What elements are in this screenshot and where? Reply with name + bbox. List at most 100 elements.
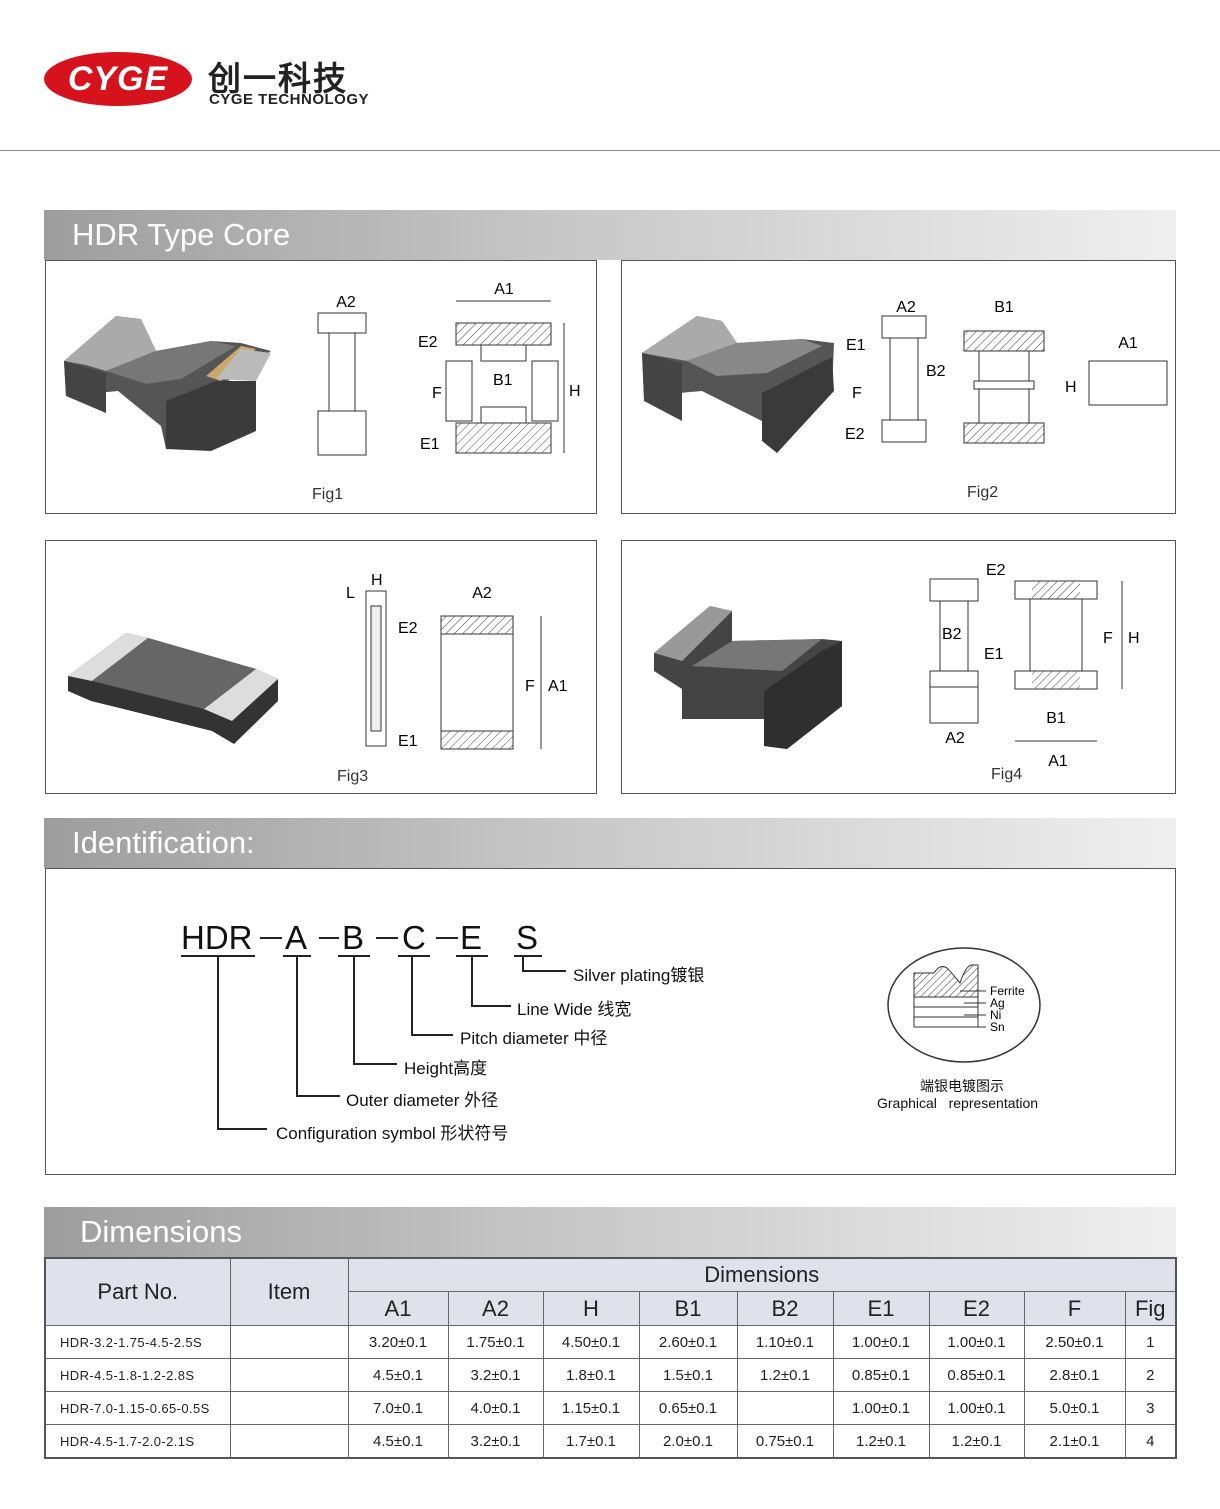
cell-b1: 2.60±0.1 bbox=[638, 1325, 738, 1359]
code-underline bbox=[283, 955, 311, 957]
cell-e2: 1.00±0.1 bbox=[928, 1325, 1025, 1359]
brand-logo bbox=[44, 52, 192, 106]
fig3-caption: Fig3 bbox=[337, 768, 369, 785]
figure-4-drawing: E2 B2 E1 F H B1 A2 A1 bbox=[654, 562, 1140, 770]
fig2-caption: Fig2 bbox=[967, 484, 999, 501]
fig3-label-f: F bbox=[525, 678, 535, 695]
figure-panel-2: A2 B1 A1 E1 B2 F H E2 Fig2 bbox=[621, 260, 1176, 514]
label-line-wide: Line Wide 线宽 bbox=[517, 1000, 632, 1019]
cell-e1: 1.00±0.1 bbox=[832, 1325, 930, 1359]
cell-a1: 4.5±0.1 bbox=[347, 1424, 449, 1459]
section-title-type-core: HDR Type Core bbox=[72, 217, 291, 252]
fig2-label-a1: A1 bbox=[1118, 335, 1138, 352]
fig1-label-a1: A1 bbox=[494, 281, 514, 298]
fig2-label-b2: B2 bbox=[926, 363, 946, 380]
code-underline bbox=[456, 955, 488, 957]
column-header-a1: A1 bbox=[347, 1291, 449, 1326]
cell-h: 1.8±0.1 bbox=[542, 1358, 640, 1392]
header-part-no: Part No. bbox=[44, 1257, 231, 1326]
fig1-label-e1: E1 bbox=[420, 436, 440, 453]
code-underline bbox=[181, 955, 255, 957]
code-dash bbox=[436, 937, 458, 939]
code-s: S bbox=[516, 919, 539, 956]
column-header-b2: B2 bbox=[736, 1291, 834, 1326]
cell-e2: 1.2±0.1 bbox=[928, 1424, 1025, 1459]
section-title-dimensions: Dimensions bbox=[80, 1214, 242, 1249]
cell-e1: 0.85±0.1 bbox=[832, 1358, 930, 1392]
cell-e2: 1.00±0.1 bbox=[928, 1391, 1025, 1425]
item-cell bbox=[229, 1325, 349, 1359]
figure-3-drawing: L H A2 E2 F A1 E1 bbox=[68, 572, 568, 750]
fig4-label-h: H bbox=[1128, 630, 1140, 647]
graphic-caption-en: Graphical representation bbox=[877, 1095, 1039, 1111]
connector-a bbox=[296, 1095, 340, 1097]
section-bar-identification: Identification: bbox=[44, 818, 1176, 868]
layer-ag: Ag bbox=[990, 996, 1005, 1010]
cell-f: 5.0±0.1 bbox=[1023, 1391, 1126, 1425]
fig3-label-l: L bbox=[346, 585, 355, 602]
code-underline bbox=[514, 955, 542, 957]
cell-a2: 1.75±0.1 bbox=[447, 1325, 544, 1359]
fig2-label-a2: A2 bbox=[896, 299, 916, 316]
connector-c bbox=[411, 957, 413, 1036]
cell-b1: 1.5±0.1 bbox=[638, 1358, 738, 1392]
cell-h: 1.7±0.1 bbox=[542, 1424, 640, 1459]
fig2-label-f: F bbox=[852, 385, 862, 402]
connector-e bbox=[471, 1005, 511, 1007]
section-bar-dimensions: Dimensions bbox=[44, 1207, 1176, 1257]
code-a: A bbox=[285, 919, 308, 956]
cell-h: 1.15±0.1 bbox=[542, 1391, 640, 1425]
fig2-label-h: H bbox=[1065, 379, 1077, 396]
section-title-identification: Identification: bbox=[72, 825, 255, 860]
column-header-f: F bbox=[1023, 1291, 1126, 1326]
code-dash bbox=[319, 937, 339, 939]
fig4-label-a2: A2 bbox=[945, 730, 965, 747]
connector-hdr bbox=[217, 957, 219, 1130]
brand-name-en: CYGE TECHNOLOGY bbox=[209, 91, 370, 108]
connector-a bbox=[296, 957, 298, 1097]
cell-b2: 1.2±0.1 bbox=[736, 1358, 834, 1392]
code-underline bbox=[338, 955, 370, 957]
code-c: C bbox=[402, 919, 426, 956]
code-e: E bbox=[460, 919, 483, 956]
fig4-label-f: F bbox=[1103, 630, 1113, 647]
column-header-e2: E2 bbox=[928, 1291, 1025, 1326]
item-cell bbox=[229, 1424, 349, 1459]
part-number-cell: HDR-7.0-1.15-0.65-0.5S bbox=[44, 1391, 231, 1425]
logo-text: CYGE bbox=[67, 60, 169, 98]
fig4-label-b1: B1 bbox=[1046, 710, 1066, 727]
fig1-label-b1: B1 bbox=[493, 372, 513, 389]
cell-fig: 1 bbox=[1124, 1325, 1177, 1359]
fig3-label-a2: A2 bbox=[472, 585, 492, 602]
code-dash bbox=[260, 937, 282, 939]
figure-2-drawing: A2 B1 A1 E1 B2 F H E2 bbox=[642, 299, 1168, 453]
part-number-cell: HDR-3.2-1.75-4.5-2.5S bbox=[44, 1325, 231, 1359]
code-hdr: HDR bbox=[181, 919, 253, 956]
fig4-label-b2: B2 bbox=[942, 626, 962, 643]
connector-hdr bbox=[217, 1128, 267, 1130]
fig1-label-e2: E2 bbox=[418, 334, 438, 351]
cell-b2: 1.10±0.1 bbox=[736, 1325, 834, 1359]
identification-panel: HDR A B C E S Silver plating镀银 Line Wide… bbox=[45, 868, 1176, 1175]
connector-s bbox=[522, 970, 566, 972]
cell-a2: 4.0±0.1 bbox=[447, 1391, 544, 1425]
cell-b1: 2.0±0.1 bbox=[638, 1424, 738, 1459]
connector-c bbox=[411, 1034, 453, 1036]
brand-name-cn: 创一科技 bbox=[208, 60, 348, 97]
fig1-label-h: H bbox=[569, 383, 581, 400]
label-height: Height高度 bbox=[404, 1059, 488, 1078]
code-b: B bbox=[342, 919, 365, 956]
fig3-label-e1: E1 bbox=[398, 733, 418, 750]
layer-sn: Sn bbox=[990, 1020, 1005, 1034]
cell-fig: 4 bbox=[1124, 1424, 1177, 1459]
code-underline bbox=[398, 955, 430, 957]
cell-e1: 1.2±0.1 bbox=[832, 1424, 930, 1459]
item-cell bbox=[229, 1358, 349, 1392]
cell-b1: 0.65±0.1 bbox=[638, 1391, 738, 1425]
fig3-label-e2: E2 bbox=[398, 620, 418, 637]
plating-graphic: Ferrite Ag Ni Sn bbox=[887, 947, 1041, 1063]
